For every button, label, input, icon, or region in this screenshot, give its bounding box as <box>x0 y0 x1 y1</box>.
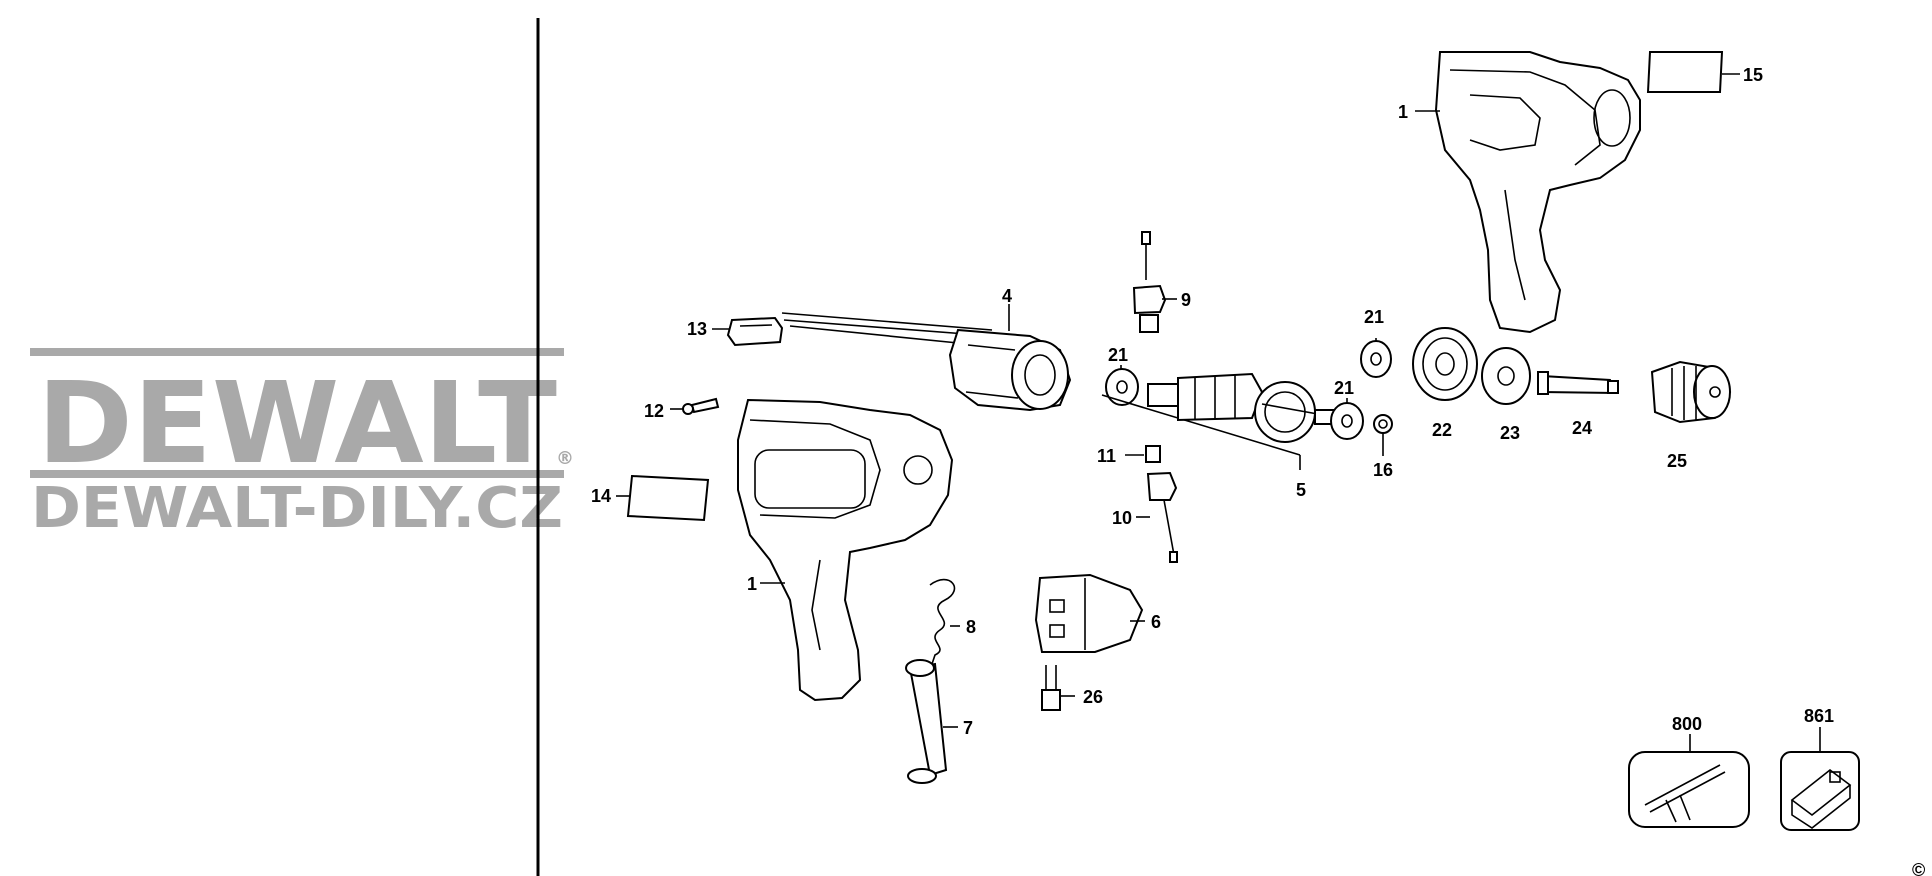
part-brush-holder-10 <box>1146 471 1178 563</box>
callout-25: 25 <box>1667 451 1687 471</box>
callout-numbers: 1 15 4 9 13 12 14 1 21 21 21 22 23 24 25… <box>591 65 1925 876</box>
watermark-site: DEWALT-DILY.CZ <box>31 476 563 541</box>
housing-half-top <box>1434 51 1641 334</box>
callout-7: 7 <box>963 718 973 738</box>
corner-mark: © <box>1912 860 1925 876</box>
part-nut-16 <box>1373 414 1393 434</box>
callout-21-b: 21 <box>1334 378 1354 398</box>
callout-14: 14 <box>591 486 611 506</box>
part-brush-holder-9 <box>1132 231 1167 333</box>
callout-6: 6 <box>1151 612 1161 632</box>
callout-12: 12 <box>644 401 664 421</box>
part-switch-6 <box>1034 573 1144 653</box>
part-stator-4 <box>781 312 1072 412</box>
part-chuck-25 <box>1650 360 1732 424</box>
part-washer-21-b <box>1330 402 1364 440</box>
callout-21-c: 21 <box>1364 307 1384 327</box>
callout-24: 24 <box>1572 418 1592 438</box>
callout-861: 861 <box>1804 706 1834 726</box>
callout-9: 9 <box>1181 290 1191 310</box>
part-washer-21-a <box>1105 368 1139 406</box>
part-capacitor-26 <box>1041 665 1061 711</box>
callout-16: 16 <box>1373 460 1393 480</box>
callout-5: 5 <box>1296 480 1306 500</box>
callout-1-top: 1 <box>1398 102 1408 122</box>
housing-half-bottom <box>737 398 954 702</box>
callout-26: 26 <box>1083 687 1103 707</box>
callout-22: 22 <box>1432 420 1452 440</box>
callout-1-bottom: 1 <box>747 574 757 594</box>
part-label-plate-14 <box>626 474 710 522</box>
part-label-plate-15 <box>1646 51 1724 93</box>
callout-15: 15 <box>1743 65 1763 85</box>
callout-10: 10 <box>1112 508 1132 528</box>
callout-8: 8 <box>966 617 976 637</box>
callout-11: 11 <box>1097 446 1116 466</box>
leader-lines <box>616 73 1821 752</box>
part-washer-21-c <box>1360 340 1392 378</box>
callout-23: 23 <box>1500 423 1520 443</box>
part-spring-8 <box>929 578 956 671</box>
watermark-registered-mark: ® <box>556 448 574 469</box>
part-side-handle-7 <box>905 659 948 784</box>
callout-13: 13 <box>687 319 707 339</box>
part-screw-12 <box>682 397 720 415</box>
kit-861-case <box>1780 751 1860 831</box>
callout-21-a: 21 <box>1108 345 1128 365</box>
part-washer-23 <box>1481 347 1531 405</box>
part-bearing-22 <box>1412 327 1478 401</box>
callout-4: 4 <box>1002 286 1012 306</box>
part-brush-11 <box>1145 445 1161 463</box>
callout-800: 800 <box>1672 714 1702 734</box>
watermark-logo: DEWALT ® DEWALT-DILY.CZ <box>30 348 574 541</box>
watermark-brand: DEWALT <box>37 359 557 489</box>
part-clip-13 <box>726 316 784 347</box>
part-spindle-24 <box>1537 371 1619 395</box>
kit-800-box <box>1628 751 1750 828</box>
